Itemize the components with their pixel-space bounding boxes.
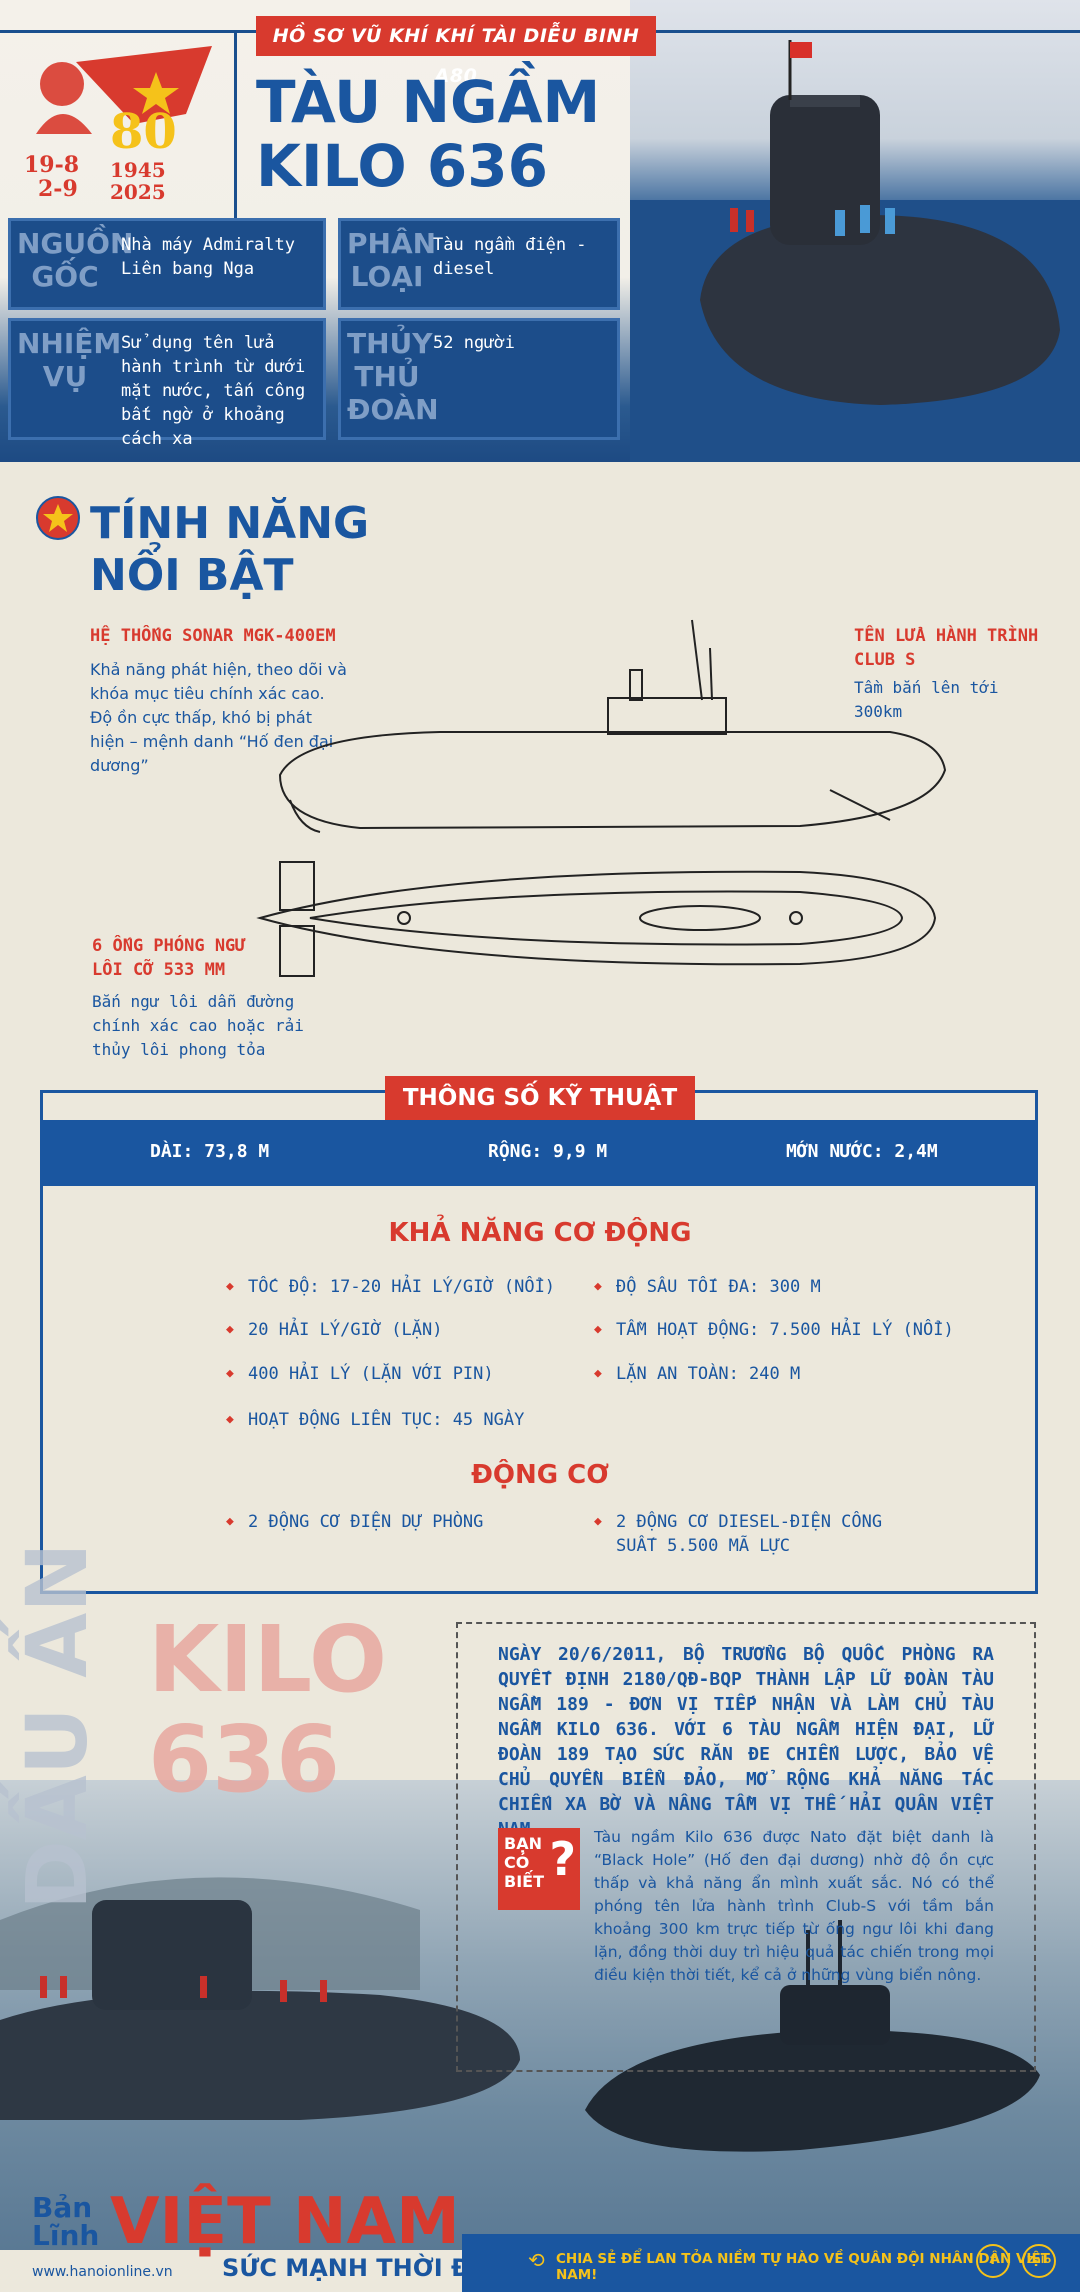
brand-title: VIỆT NAM	[110, 2185, 460, 2259]
sonar-text: Khả năng phát hiện, theo dõi và khóa mục…	[90, 660, 347, 775]
spec-length: DÀI: 73,8 M	[150, 1141, 270, 1162]
engine-item: 2 ĐỘNG CƠ ĐIỆN DỰ PHÒNG	[226, 1510, 483, 1534]
kilo-line-2: 636	[148, 1706, 341, 1813]
bottom-photo	[0, 1780, 1080, 2250]
mobility-item: ĐỘ SÂU TỐI ĐA: 300 M	[594, 1275, 821, 1299]
kilo-line-1: KILO	[148, 1606, 388, 1713]
share-text: CHIA SẺ ĐỂ LAN TỎA NIỀM TỰ HÀO VỀ QUÂN Đ…	[556, 2251, 1050, 2283]
title-line-2: KILO 636	[256, 132, 548, 200]
site-url[interactable]: www.hanoionline.vn	[32, 2264, 173, 2280]
anniversary-number: 80	[110, 104, 177, 160]
submarines-illustration-bottom	[0, 1877, 1040, 2152]
submarine-photo-top	[630, 0, 1080, 462]
story-frame	[456, 1622, 1036, 2072]
mobility-item: TỐC ĐỘ: 17-20 HẢI LÝ/GIỜ (NỔI)	[226, 1275, 555, 1299]
specs-dimensions-bar	[42, 1120, 1036, 1186]
did-you-know-text: Tàu ngầm Kilo 636 được Nato đặt biệt dan…	[594, 1828, 994, 1984]
header-divider	[234, 30, 237, 230]
mobility-item: TẦM HOẠT ĐỘNG: 7.500 HẢI LÝ (NỔI)	[594, 1318, 954, 1342]
info-origin: NGUỒN GỐC Nhà máy Admiralty Liên bang Ng…	[8, 218, 326, 310]
brand-word-1: Bản	[32, 2191, 93, 2224]
spec-width: RỘNG: 9,9 M	[488, 1141, 608, 1162]
vertical-heading: DẤU ẤN	[8, 1542, 106, 1911]
year-2: 2025	[110, 180, 166, 204]
star-emblem-icon	[133, 72, 179, 114]
spec-draft: MỚN NƯỚC: 2,4M	[786, 1141, 938, 1162]
info-origin-label: NGUỒN GỐC	[17, 227, 134, 293]
did-you-know-badge: BẠN CÓ BIẾT ?	[498, 1828, 580, 1910]
info-mission-label: NHIỆM VỤ	[17, 327, 122, 393]
info-crew-value: 52 người	[433, 333, 515, 353]
share-icon[interactable]: ⟲	[528, 2248, 545, 2272]
date-1: 19-8	[24, 152, 80, 178]
star-badge-icon	[36, 496, 80, 544]
kilo-watermark: KILO 636	[148, 1610, 387, 1810]
mobility-item: 20 HẢI LÝ/GIỜ (LẶN)	[226, 1318, 443, 1342]
missile-text: Tầm bắn lên tới 300km	[854, 678, 999, 721]
brand-word-2: Lĩnh	[32, 2219, 100, 2252]
info-class: PHÂN LOẠI Tàu ngầm điện - diesel	[338, 218, 620, 310]
info-mission: NHIỆM VỤ Sử dụng tên lửa hành trình từ d…	[8, 318, 326, 449]
missile-title: TÊN LỬA HÀNH TRÌNH CLUB S	[854, 626, 1039, 670]
mobility-item: LẶN AN TOÀN: 240 M	[594, 1362, 800, 1386]
sonar-title: HỆ THỐNG SONAR MGK-400EM	[90, 626, 336, 646]
submarine-diagram	[240, 600, 960, 984]
mobility-title: KHẢ NĂNG CƠ ĐỘNG	[388, 1218, 692, 1248]
zalo-icon[interactable]: Zalo	[1022, 2244, 1056, 2278]
info-mission-value: Sử dụng tên lửa hành trình từ dưới mặt n…	[121, 333, 306, 449]
specs-title: THÔNG SỐ KỸ THUẬT	[385, 1076, 695, 1120]
features-title-line-2: NỔI BẬT	[90, 550, 294, 601]
mobility-item: 400 HẢI LÝ (LẶN VỚI PIN)	[226, 1362, 494, 1386]
question-icon: ?	[549, 1832, 576, 1886]
date-2: 2-9	[38, 176, 78, 202]
features-title-line-1: TÍNH NĂNG	[90, 498, 370, 549]
torpedo-title: 6 ỐNG PHÓNG NGƯ LÔI CỠ 533 MM	[92, 936, 246, 980]
info-crew: THỦY THỦ ĐOÀN 52 người	[338, 318, 620, 440]
page-title: TÀU NGẦM KILO 636	[256, 70, 600, 198]
facebook-icon[interactable]: f	[976, 2244, 1010, 2278]
torpedo-text: Bắn ngư lôi dẫn đường chính xác cao hoặc…	[92, 992, 304, 1059]
year-1: 1945	[110, 158, 166, 182]
flag-icon	[36, 46, 212, 134]
series-badge: HỒ SƠ VŨ KHÍ KHÍ TÀI DIỄU BINH A80	[256, 16, 656, 87]
title-line-1: TÀU NGẦM	[256, 68, 601, 136]
engine-item: 2 ĐỘNG CƠ DIESEL-ĐIỆN CÔNG SUẤT 5.500 MÃ…	[594, 1510, 916, 1558]
brand-subtitle: SỨC MẠNH THỜI ĐẠI	[222, 2254, 499, 2282]
mobility-item: HOẠT ĐỘNG LIÊN TỤC: 45 NGÀY	[226, 1408, 524, 1432]
engine-title: ĐỘNG CƠ	[471, 1460, 609, 1490]
did-you-know-label: BẠN CÓ BIẾT	[504, 1834, 544, 1891]
features-title: TÍNH NĂNG NỔI BẬT	[90, 498, 369, 602]
info-crew-label: THỦY THỦ ĐOÀN	[347, 327, 439, 426]
info-origin-value: Nhà máy Admiralty Liên bang Nga	[121, 235, 295, 279]
info-class-value: Tàu ngầm điện - diesel	[433, 235, 587, 279]
emblem	[16, 44, 216, 194]
info-class-label: PHÂN LOẠI	[347, 227, 437, 293]
brand-small: Bản Lĩnh	[32, 2194, 99, 2250]
submarine-illustration-top	[630, 40, 1080, 462]
story-text: NGÀY 20/6/2011, BỘ TRƯỞNG BỘ QUỐC PHÒNG …	[498, 1644, 994, 1840]
